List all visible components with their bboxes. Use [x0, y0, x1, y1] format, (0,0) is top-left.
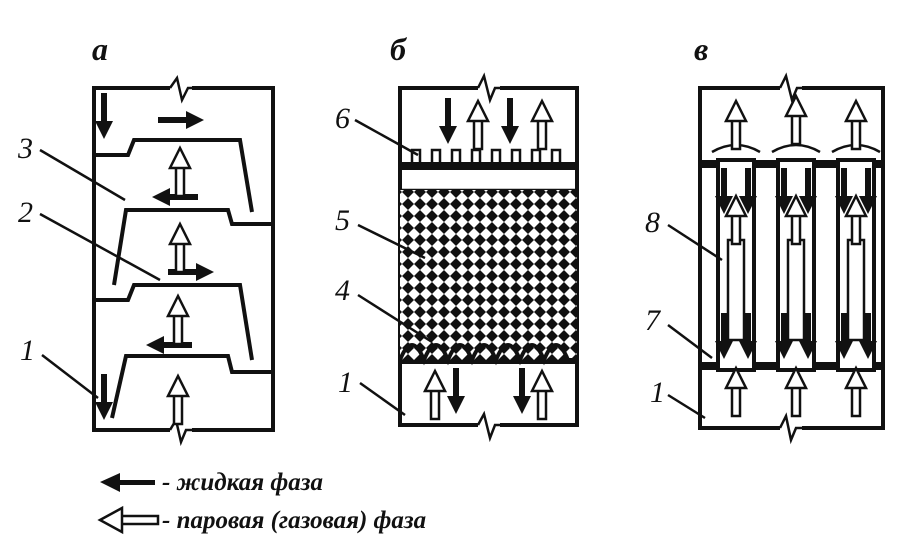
callout-1c: 1 — [650, 376, 665, 409]
callout-3: 3 — [17, 132, 33, 165]
panel-a-callouts: 3 2 1 — [17, 132, 161, 399]
legend: - жидкая фаза - паровая (газовая) фаза — [97, 469, 426, 535]
panel-b-callouts: 6 5 4 1 — [335, 102, 433, 417]
legend-vapor-arrow-icon — [97, 505, 160, 535]
panel-b-support — [398, 343, 577, 366]
legend-vapor-label: - паровая (газовая) фаза — [162, 507, 426, 534]
panel-a-header: а — [92, 31, 108, 67]
callout-1a: 1 — [20, 334, 35, 367]
callout-1b: 1 — [338, 366, 353, 399]
panel-c-callouts: 8 7 1 — [645, 206, 723, 420]
callout-2: 2 — [18, 196, 33, 229]
panel-b-packing — [400, 190, 577, 360]
callout-4: 4 — [335, 274, 350, 307]
callout-7: 7 — [645, 304, 662, 337]
panel-c-column — [698, 72, 885, 445]
legend-liquid-arrow-icon — [100, 473, 155, 492]
panel-c-tubes — [711, 143, 881, 372]
panel-a-trays — [94, 138, 273, 419]
panel-a: а — [17, 31, 275, 447]
panel-c: в — [645, 31, 885, 445]
panel-b-header: б — [390, 31, 408, 67]
callout-8: 8 — [645, 206, 660, 239]
callout-6: 6 — [335, 102, 350, 135]
panel-b: б — [335, 31, 579, 443]
panel-a-flow-arrows — [95, 93, 214, 426]
panel-c-header: в — [694, 31, 708, 67]
panel-b-distributor — [400, 148, 577, 192]
callout-5: 5 — [335, 204, 350, 237]
legend-liquid-label: - жидкая фаза — [162, 469, 323, 496]
